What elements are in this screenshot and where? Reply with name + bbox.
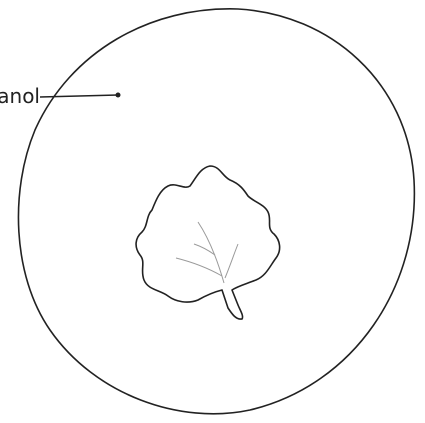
liquid-label: anol xyxy=(0,84,40,108)
label-leader-line xyxy=(40,95,118,97)
label-leader-dot xyxy=(116,93,121,98)
leaf-outline xyxy=(136,166,280,319)
leaf xyxy=(136,166,280,319)
